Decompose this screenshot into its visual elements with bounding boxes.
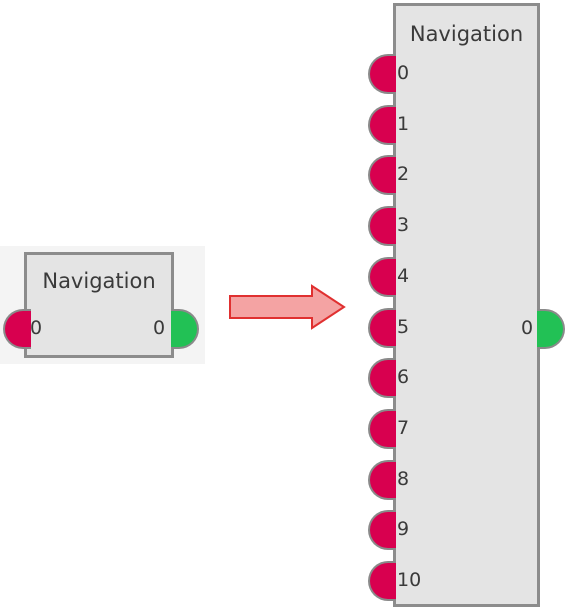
large-node-input-port-8[interactable] [368, 460, 396, 500]
large-node-input-port-7[interactable] [368, 409, 396, 449]
large-node-input-port-0[interactable] [368, 54, 396, 94]
small-node-output-label-0: 0 [153, 317, 166, 339]
large-node-input-label-4: 4 [397, 265, 410, 287]
large-node-input-port-1[interactable] [368, 105, 396, 145]
large-node-input-port-4[interactable] [368, 257, 396, 297]
large-node-input-label-8: 8 [397, 468, 410, 490]
right-arrow-icon [229, 284, 346, 330]
large-node-input-label-10: 10 [397, 569, 422, 591]
large-node-input-label-1: 1 [397, 113, 410, 135]
large-node-input-label-9: 9 [397, 518, 410, 540]
large-node-input-label-3: 3 [397, 214, 410, 236]
large-node-input-port-5[interactable] [368, 308, 396, 348]
large-node-output-port-0[interactable] [537, 309, 565, 349]
large-node-input-port-2[interactable] [368, 155, 396, 195]
small-node-input-label-0: 0 [30, 317, 43, 339]
small-node-input-port-0[interactable] [3, 309, 31, 349]
large-node-input-port-6[interactable] [368, 358, 396, 398]
large-node-input-label-7: 7 [397, 417, 410, 439]
large-node-input-label-2: 2 [397, 163, 410, 185]
large-node-input-port-10[interactable] [368, 561, 396, 601]
small-node-title: Navigation [42, 269, 156, 293]
small-navigation-node[interactable]: Navigation [24, 252, 174, 358]
large-node-output-label-0: 0 [521, 317, 534, 339]
large-node-input-label-6: 6 [397, 366, 410, 388]
large-node-title: Navigation [409, 22, 524, 46]
large-navigation-node[interactable]: Navigation [393, 3, 540, 607]
large-node-input-port-3[interactable] [368, 206, 396, 246]
large-node-input-label-0: 0 [397, 62, 410, 84]
large-node-input-label-5: 5 [397, 316, 410, 338]
large-node-input-port-9[interactable] [368, 510, 396, 550]
